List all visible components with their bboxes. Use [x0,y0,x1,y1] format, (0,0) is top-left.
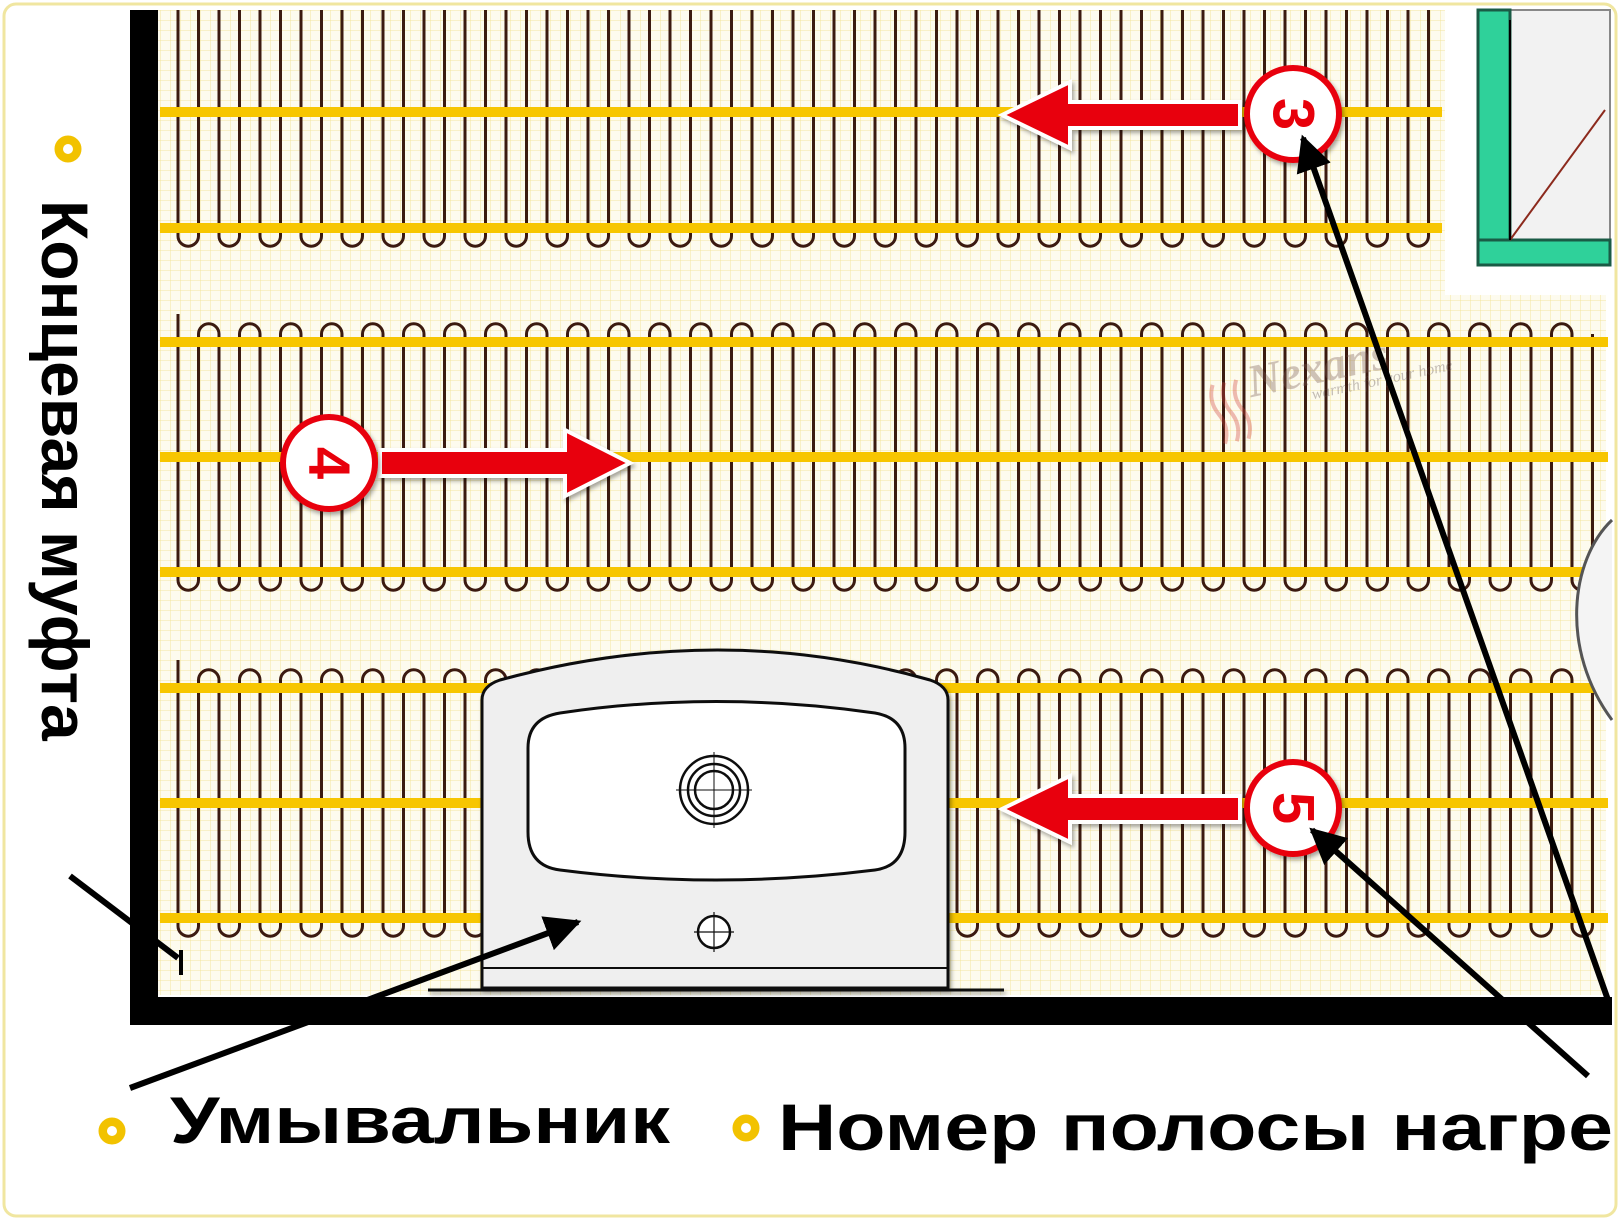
tap-hole-icon [694,912,734,952]
leader-end-coupling [68,873,180,961]
legend-washbasin: Умывальник [95,1083,671,1157]
strip-number-label: Номер полосы нагре [778,1090,1613,1164]
end-coupling-label: Концевая муфта [28,200,102,742]
leader-strip-5 [1309,827,1590,1079]
toilet-edge [1575,518,1614,721]
drain-icon [676,752,752,828]
bullet-icon [51,132,85,166]
wall-bottom [130,997,1612,1025]
washbasin-bowl [526,700,907,882]
mesh-strip [160,223,1442,233]
heating-cable [176,314,1594,592]
mesh-strip [160,567,1608,577]
red-arrow-right-icon [378,426,635,500]
mesh-strip [160,337,1608,347]
legend-end-coupling: Концевая муфта [28,132,102,742]
heating-cable [176,10,1430,248]
leader-washbasin [128,916,582,1091]
leader-strip-3 [1296,134,1611,1002]
washbasin-label: Умывальник [170,1083,671,1157]
wall-left [130,10,158,1025]
heating-mat [160,10,1442,248]
strip-marker-4: 4 [280,414,635,512]
bullet-icon [95,1114,129,1148]
floor-plan [158,10,1610,995]
bullet-icon [729,1111,763,1145]
red-arrow-left-icon [997,78,1242,152]
strip-number: 4 [297,447,362,479]
washbasin [428,648,1004,992]
red-arrow-left-icon [997,772,1242,846]
strip-number: 3 [1261,98,1326,130]
shower-tile-left [1476,8,1512,262]
leader-lines [68,134,1611,1091]
heat-wave-icon [1209,379,1252,445]
mesh-strip [160,107,1442,117]
heating-mat [160,314,1608,592]
shower-tray [1476,8,1612,267]
walls [130,10,1612,1025]
shower-tile-bottom [1476,238,1612,267]
legend-strip-number: Номер полосы нагре [729,1090,1613,1164]
mesh-strip [160,452,1608,462]
strip-badge [280,414,378,512]
strip-number: 5 [1261,792,1326,824]
